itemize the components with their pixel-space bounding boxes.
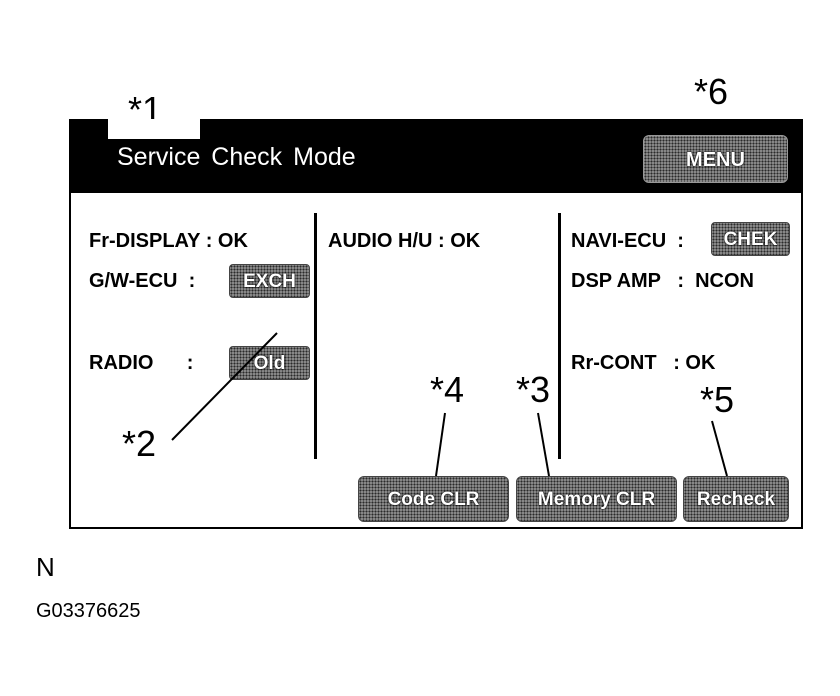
figure-letter: N	[36, 552, 55, 582]
column-divider-right	[558, 213, 561, 459]
radio-label: RADIO :	[89, 352, 194, 374]
gw-ecu-exch-button[interactable]: EXCH	[229, 264, 310, 298]
title-callout-tab	[108, 119, 200, 139]
gw-ecu-label: G/W-ECU :	[89, 270, 196, 292]
service-check-screen: Service Check Mode MENU Fr-DISPLAY : OK …	[69, 119, 803, 529]
callout-4: *4	[430, 369, 465, 410]
memory-clr-button[interactable]: Memory CLR	[516, 476, 677, 522]
recheck-button[interactable]: Recheck	[683, 476, 789, 522]
callout-5: *5	[700, 379, 735, 420]
rr-cont-status: Rr-CONT : OK	[571, 352, 716, 374]
screen-title: Service Check Mode	[117, 143, 356, 171]
figure-code: G03376625	[36, 600, 141, 622]
code-clr-button[interactable]: Code CLR	[358, 476, 509, 522]
navi-ecu-chek-button[interactable]: CHEK	[711, 222, 790, 256]
column-divider-left	[314, 213, 317, 459]
audio-hu-status: AUDIO H/U : OK	[328, 230, 481, 252]
navi-ecu-label: NAVI-ECU :	[571, 230, 684, 252]
callout-6: *6	[694, 71, 729, 112]
dsp-amp-status: DSP AMP : NCON	[571, 270, 754, 292]
menu-button[interactable]: MENU	[643, 135, 788, 183]
callout-3: *3	[516, 369, 551, 410]
fr-display-status: Fr-DISPLAY : OK	[89, 230, 248, 252]
callout-2: *2	[122, 423, 157, 464]
radio-old-button[interactable]: Old	[229, 346, 310, 380]
